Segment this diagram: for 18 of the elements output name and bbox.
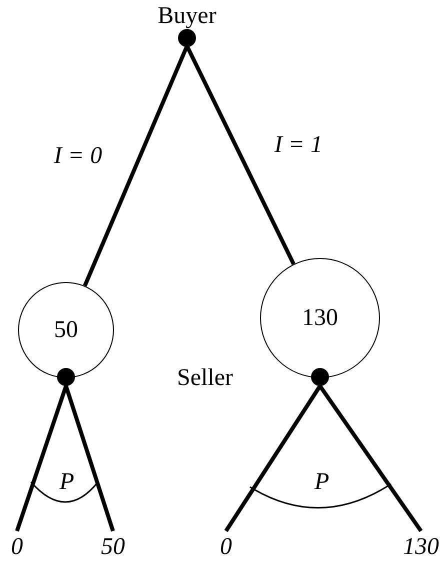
edge-label: I = 1 — [274, 133, 322, 158]
price-label: P — [60, 470, 74, 494]
branch-line — [15, 385, 68, 532]
payoff-label: 50 — [101, 531, 125, 559]
value-text: 50 — [54, 318, 78, 342]
branch-line — [318, 384, 423, 532]
payoff-label: 0 — [11, 531, 23, 559]
branch-line — [82, 45, 189, 287]
branch-line — [185, 45, 296, 265]
edge-label: I = 0 — [54, 144, 102, 168]
branch-line — [64, 385, 115, 532]
branch-line — [224, 384, 322, 532]
player-label: Buyer — [158, 4, 216, 28]
value-text: 130 — [302, 306, 338, 330]
payoff-label: 130 — [403, 531, 439, 559]
price-label: P — [314, 470, 330, 494]
player-label: Seller — [177, 366, 233, 390]
payoff-label: 0 — [220, 531, 232, 559]
